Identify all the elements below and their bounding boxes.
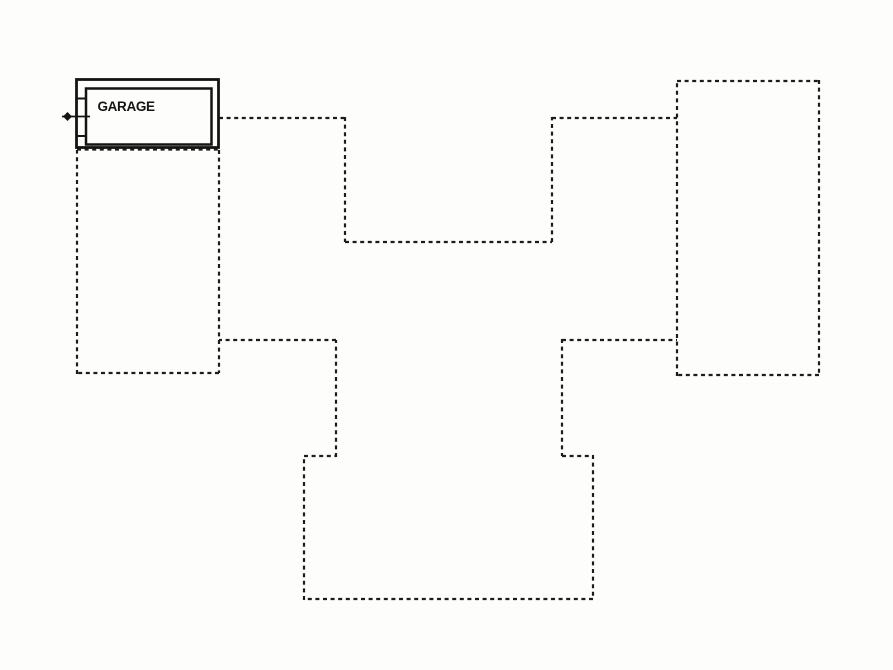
svg-text:GARAGE: GARAGE: [98, 99, 155, 114]
